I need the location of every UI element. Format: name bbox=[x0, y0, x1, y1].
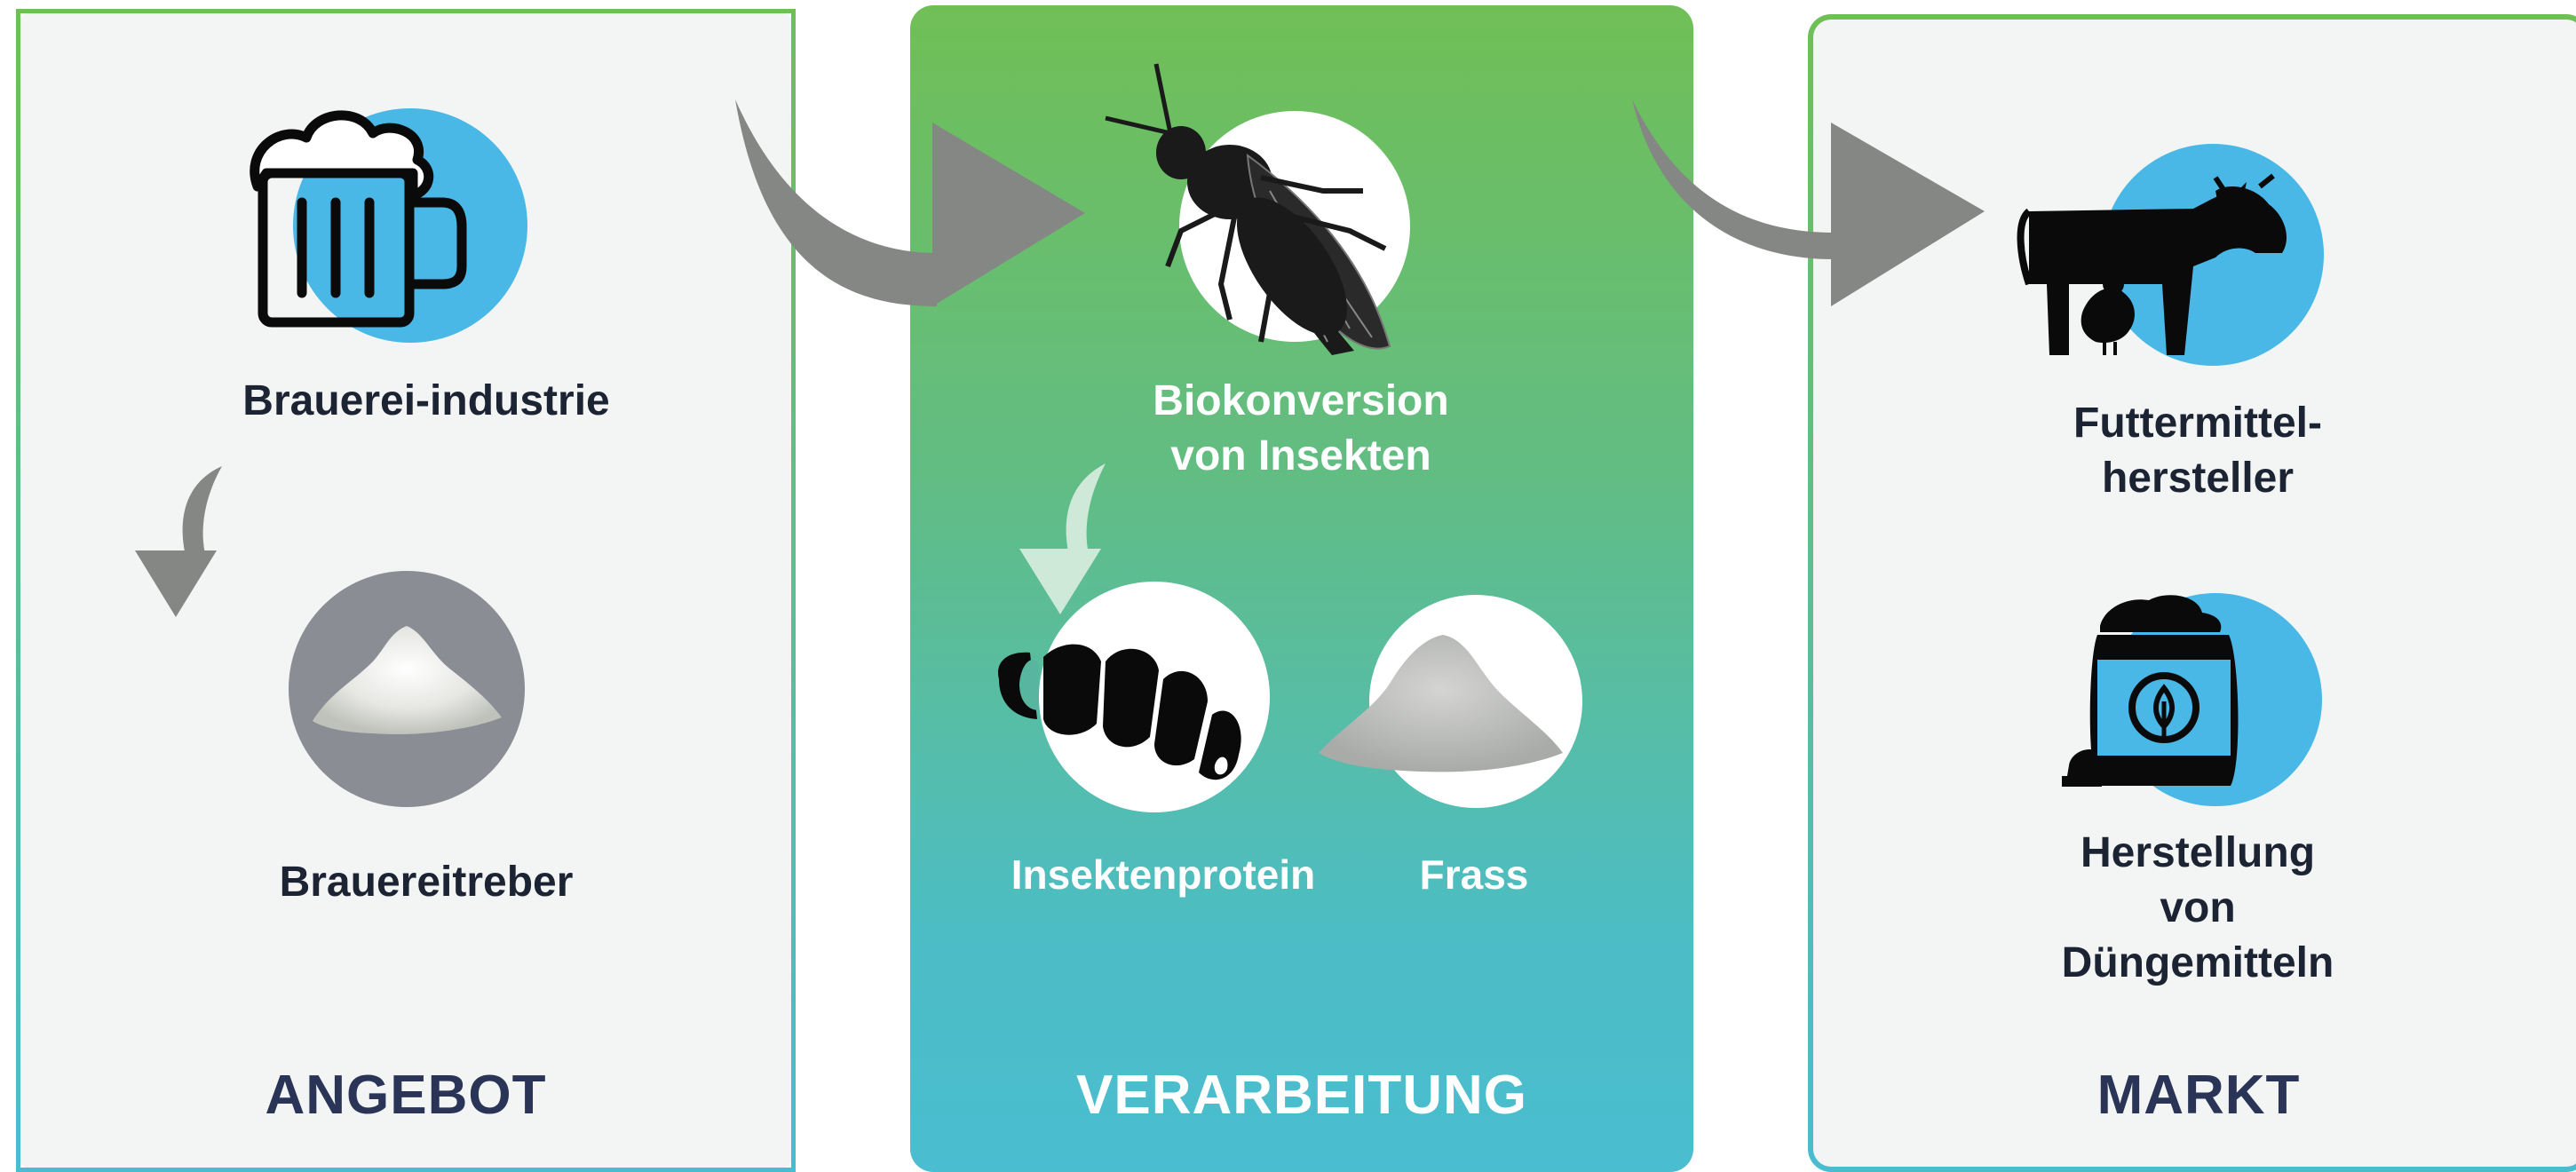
markt-title: MARKT bbox=[1808, 1064, 2576, 1127]
livestock-icon bbox=[2021, 144, 2324, 366]
frass-label: Frass bbox=[1385, 847, 1563, 902]
futtermittelhersteller-label: Futtermittel- hersteller bbox=[1954, 396, 2442, 506]
fly-icon bbox=[1106, 64, 1410, 355]
brauereitreber-label: Brauereitreber bbox=[178, 855, 675, 910]
grain-pile-icon bbox=[289, 571, 525, 807]
biokonversion-label: Biokonversion von Insekten bbox=[1034, 374, 1567, 484]
insektenprotein-label: Insektenprotein bbox=[972, 847, 1354, 902]
curved-arrow-down-icon bbox=[135, 466, 222, 617]
powder-pile-icon bbox=[1319, 595, 1582, 808]
curved-arrow-down-icon bbox=[1019, 463, 1106, 614]
beer-mug-icon bbox=[255, 108, 527, 343]
brauerei-industrie-label: Brauerei-industrie bbox=[178, 374, 675, 429]
fertilizer-bag-icon bbox=[2062, 593, 2322, 806]
arrow-verarbeitung-to-markt bbox=[1632, 99, 1985, 306]
verarbeitung-title: VERARBEITUNG bbox=[910, 1064, 1693, 1127]
larva-icon bbox=[998, 582, 1270, 812]
angebot-title: ANGEBOT bbox=[16, 1064, 796, 1127]
duengemittel-label: Herstellung von Düngemitteln bbox=[1954, 826, 2442, 991]
arrow-angebot-to-verarbeitung bbox=[735, 99, 1085, 306]
